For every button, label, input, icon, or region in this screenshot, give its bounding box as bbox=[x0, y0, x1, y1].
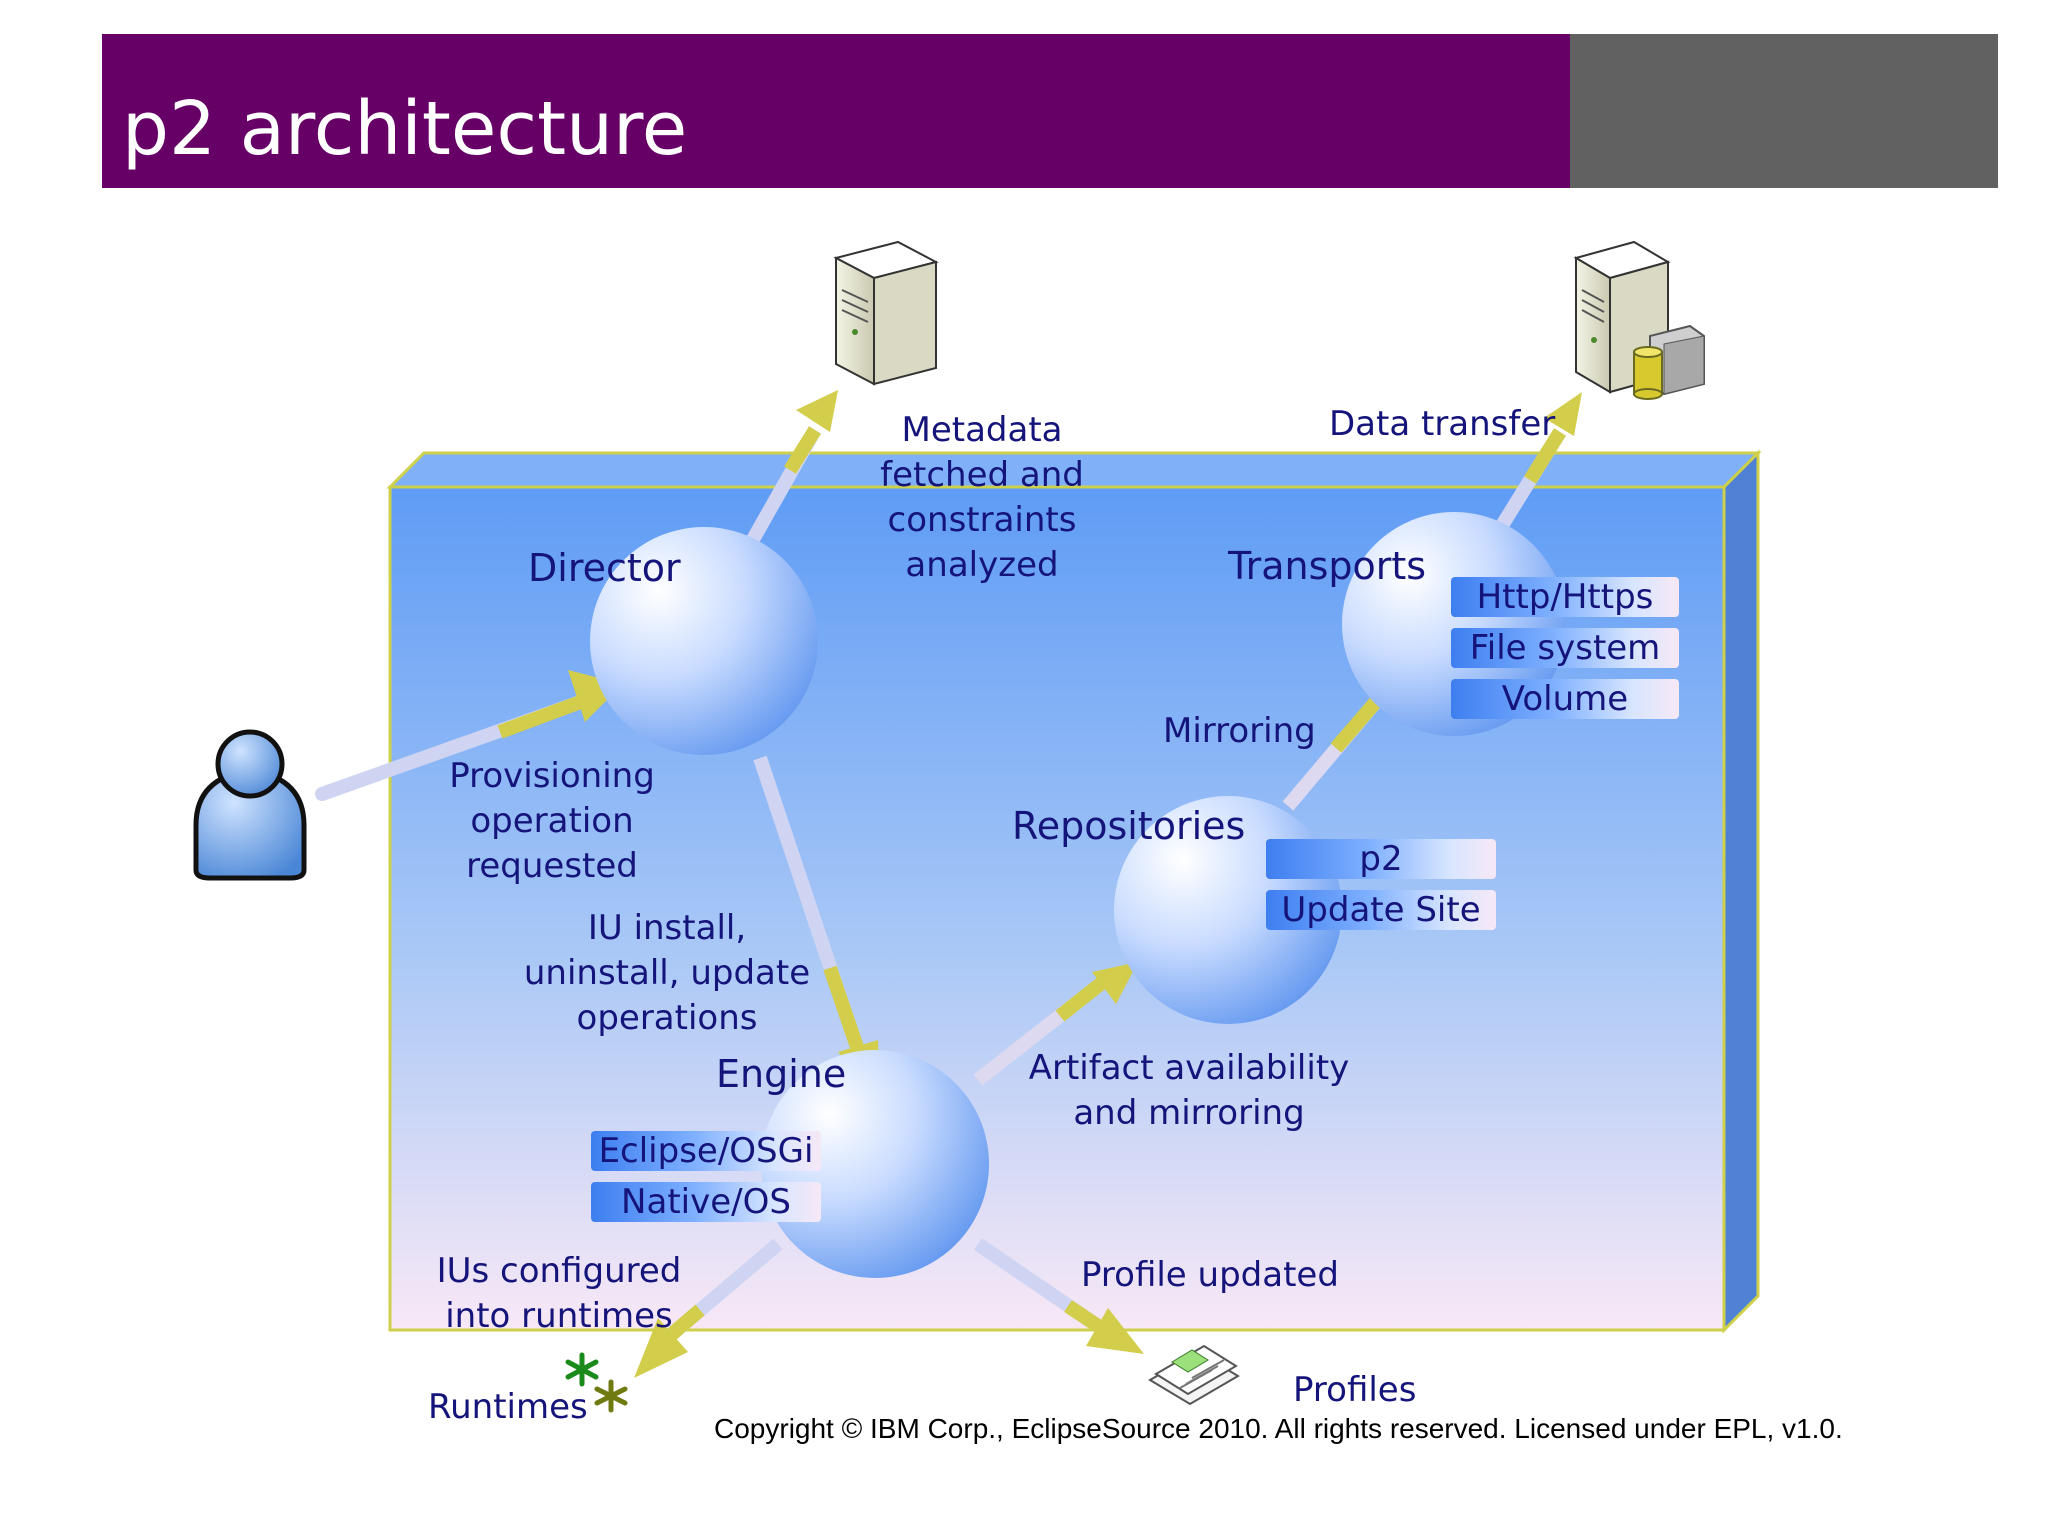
arrow-head bbox=[1086, 1308, 1144, 1354]
transport-tag-volume: Volume bbox=[1451, 679, 1679, 719]
engine-tag-eclipse-osgi: Eclipse/OSGi bbox=[591, 1131, 821, 1171]
metadata-server-icon bbox=[833, 240, 939, 386]
arrow-head bbox=[634, 1318, 688, 1378]
transport-tag-filesystem: File system bbox=[1451, 628, 1679, 668]
provisioning-flow-label: Provisioning operation requested bbox=[449, 756, 655, 886]
copyright-notice: Copyright © IBM Corp., EclipseSource 201… bbox=[714, 1413, 1843, 1444]
director-label: Director bbox=[528, 546, 681, 590]
title-banner bbox=[102, 34, 1570, 188]
arrow-shaft-head bbox=[784, 426, 821, 474]
arrow-shaft-head bbox=[823, 965, 865, 1053]
repository-tag-p2: p2 bbox=[1266, 839, 1496, 879]
engine-tag-native-os: Native/OS bbox=[591, 1182, 821, 1222]
engine-label: Engine bbox=[716, 1052, 847, 1096]
repository-tag-update-site: Update Site bbox=[1266, 890, 1496, 930]
database-icon bbox=[1633, 351, 1663, 395]
profile-updated-label: Profile updated bbox=[1081, 1255, 1339, 1295]
arrow-engine-to-profiles bbox=[974, 1238, 1144, 1354]
director-sphere bbox=[590, 527, 818, 755]
arrow-shaft-head bbox=[1055, 972, 1113, 1022]
arrow-shaft-head bbox=[497, 693, 589, 739]
runtimes-label: Runtimes bbox=[428, 1387, 588, 1427]
arrow-shaft-head bbox=[1524, 428, 1566, 484]
arrow-engine-to-runtimes bbox=[634, 1238, 783, 1378]
title-banner-accent bbox=[1570, 34, 1998, 188]
ius-configured-label: IUs configured into runtimes bbox=[436, 1251, 682, 1336]
transports-label: Transports bbox=[1228, 544, 1427, 588]
arrow-head bbox=[1092, 962, 1138, 1004]
profiles-icon bbox=[1148, 1344, 1240, 1406]
arrow-shaft-head bbox=[1064, 1300, 1102, 1332]
slide-title: p2 architecture bbox=[122, 86, 688, 172]
repositories-label: Repositories bbox=[1012, 804, 1246, 848]
user-icon bbox=[193, 729, 307, 881]
artifact-flow-label: Artifact availability and mirroring bbox=[1028, 1048, 1350, 1133]
artifact-server-icon bbox=[1573, 240, 1705, 400]
arrow-engine-to-repositories bbox=[973, 962, 1138, 1086]
data-transfer-label: Data transfer bbox=[1329, 404, 1556, 444]
box-side-face bbox=[1722, 449, 1760, 1334]
profiles-label: Profiles bbox=[1293, 1370, 1417, 1410]
iu-operations-label: IU install, uninstall, update operations bbox=[523, 908, 811, 1038]
runtimes-icon bbox=[565, 1352, 628, 1413]
transport-tag-http: Http/Https bbox=[1451, 577, 1679, 617]
arrow-head bbox=[796, 390, 838, 432]
arrow-shaft-head bbox=[667, 1304, 705, 1340]
arrow-head bbox=[1544, 392, 1582, 436]
mirroring-label: Mirroring bbox=[1163, 711, 1316, 751]
metadata-flow-label: Metadata fetched and constraints analyze… bbox=[880, 410, 1084, 585]
